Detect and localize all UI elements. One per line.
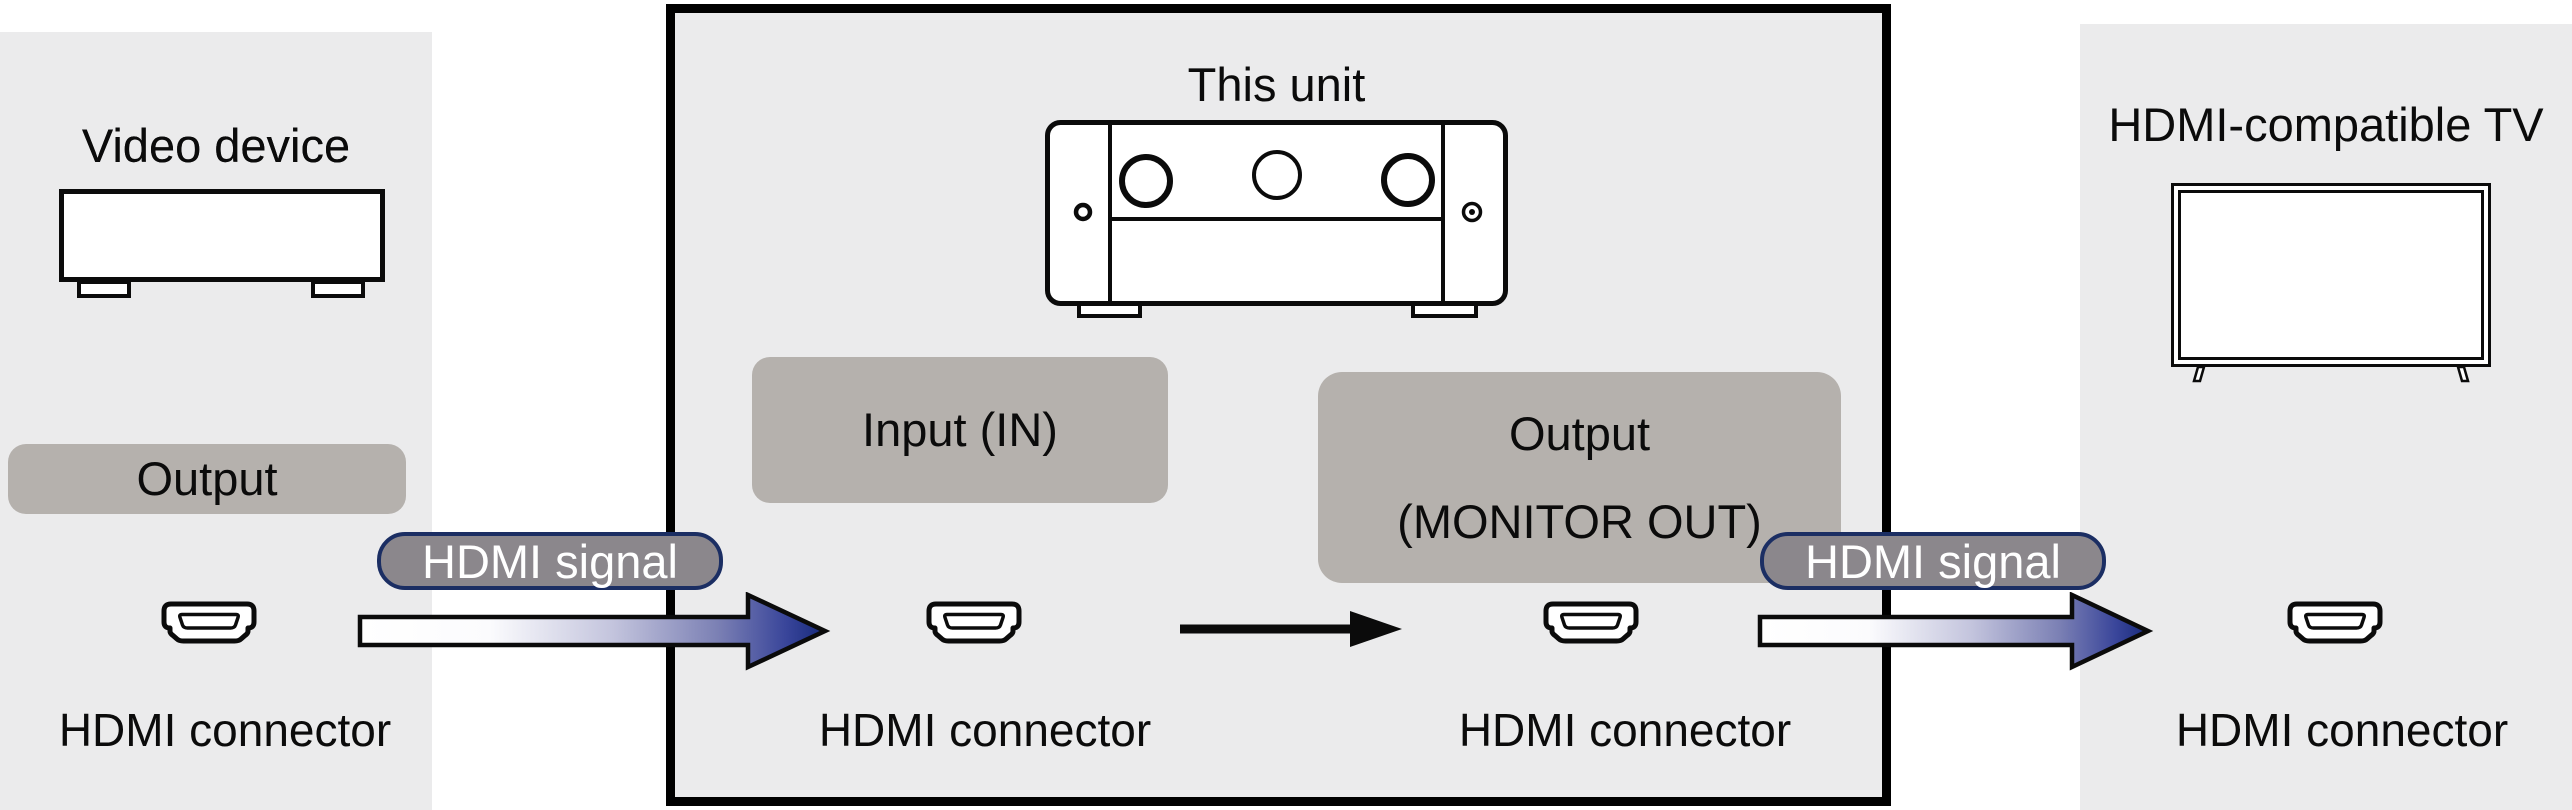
video-device-foot-left — [77, 280, 131, 298]
hdmi-port-icon — [1543, 601, 1639, 644]
video-device-title: Video device — [81, 119, 351, 172]
hdmi-port-icon — [161, 601, 257, 644]
internal-flow-arrow-icon — [1180, 611, 1402, 647]
input-in-badge: Input (IN) — [752, 357, 1168, 503]
output-badge: Output — [8, 444, 406, 514]
this-unit-title: This unit — [1187, 58, 1366, 111]
hdmi-connector-label: HDMI connector — [58, 704, 392, 756]
hdmi-port-icon — [2287, 601, 2383, 644]
video-device-illustration — [59, 189, 385, 282]
hdmi-port-icon — [926, 601, 1022, 644]
hdmi-signal-arrow — [1757, 592, 2154, 671]
monitor-out-badge: Output (MONITOR OUT) — [1318, 372, 1841, 583]
video-device-title: Video device — [81, 119, 351, 172]
monitor-out-badge-line1: Output — [1508, 406, 1651, 460]
hdmi-signal-badge: HDMI signal — [1760, 532, 2106, 590]
av-receiver-illustration — [1045, 120, 1508, 318]
hdmi-signal-badge: HDMI signal — [377, 532, 723, 590]
monitor-out-badge-line2: (MONITOR OUT) — [1397, 494, 1762, 548]
video-device-foot-right — [311, 280, 365, 298]
hdmi-connector-label: HDMI connector — [2175, 704, 2509, 756]
tv-panel — [2080, 24, 2572, 810]
hdmi-signal-arrow — [357, 592, 831, 671]
hdmi-connector-label: HDMI connector — [1458, 704, 1792, 756]
video-device-panel: Video device — [0, 32, 432, 810]
tv-title: HDMI-compatible TV — [2108, 98, 2544, 151]
hdmi-connector-label: HDMI connector — [818, 704, 1152, 756]
tv-illustration — [2171, 183, 2491, 383]
